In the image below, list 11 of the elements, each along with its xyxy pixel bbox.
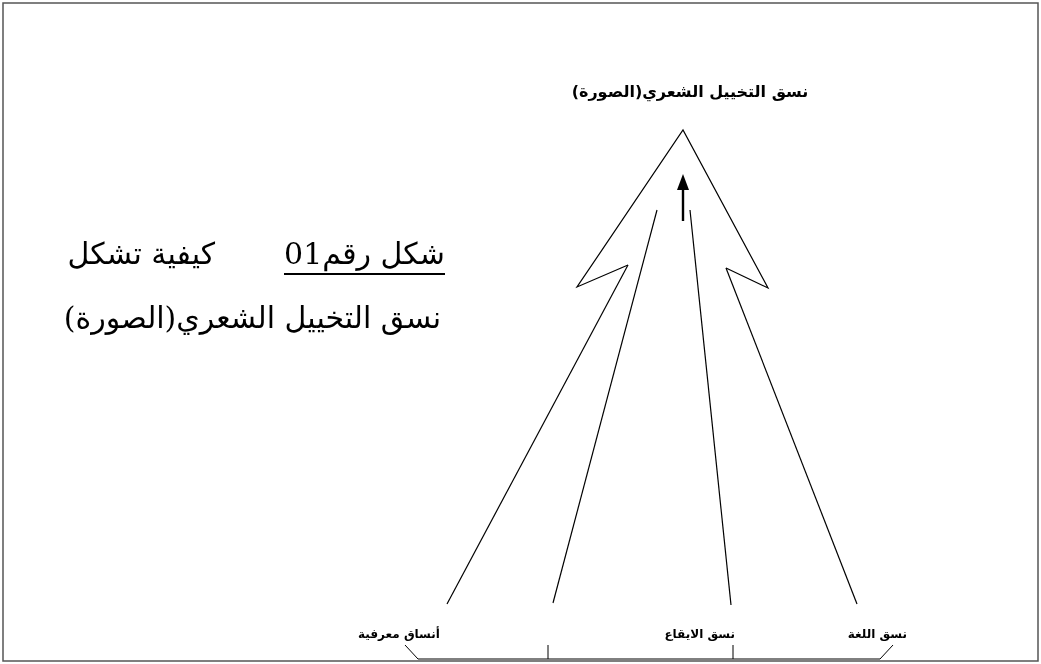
caption-text: كيفية تشكل	[67, 236, 215, 271]
system-label: أنساق معرفية	[358, 627, 440, 641]
line	[689, 209, 732, 606]
line	[552, 209, 658, 604]
system-label: نسق الايقاع	[664, 627, 735, 641]
line	[446, 264, 629, 605]
heading-text: نسق التخييل الشعري(الصورة)	[571, 82, 809, 101]
caption-text: شكل رقم01	[284, 236, 445, 275]
caption-text: نسق التخييل الشعري(الصورة)	[63, 300, 441, 335]
line	[725, 267, 858, 605]
system-label: نسق اللغة	[847, 627, 907, 641]
